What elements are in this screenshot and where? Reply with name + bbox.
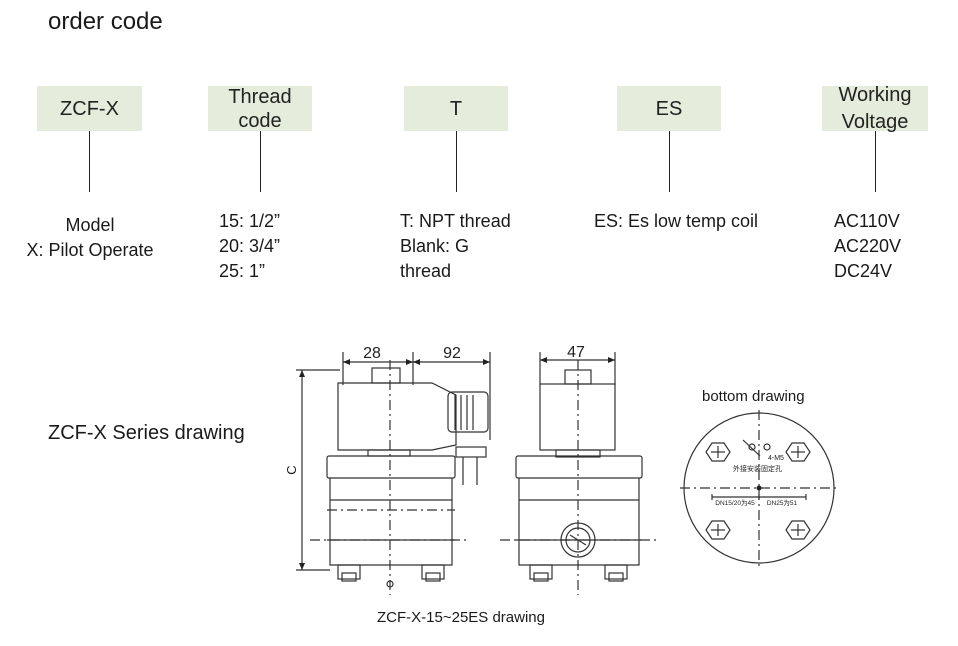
- connector-line-t: [456, 131, 457, 192]
- desc-voltage: AC110V AC220V DC24V: [834, 211, 902, 281]
- series-drawing-label: ZCF-X Series drawing: [48, 422, 245, 444]
- desc-thread: 15: 1/2” 20: 3/4” 25: 1”: [219, 211, 281, 281]
- dimension-47: 47: [567, 344, 585, 361]
- code-box-es: ES: [617, 86, 721, 131]
- dimension-28: 28: [363, 345, 381, 362]
- code-box-voltage: Working Voltage: [822, 84, 928, 133]
- bottom-hole-label: 4-M5: [768, 455, 784, 462]
- coil-body: [337, 382, 457, 451]
- dimension-92: 92: [443, 345, 461, 362]
- bottom-dn-left: DN15/20为45: [715, 498, 755, 507]
- dimension-c: C: [284, 465, 299, 474]
- connector-line-model: [89, 131, 90, 192]
- bottom-dn-right: DN25为51: [767, 498, 798, 507]
- drawing-caption: ZCF-X-15~25ES drawing: [377, 609, 545, 626]
- desc-t: T: NPT thread Blank: G thread: [400, 211, 511, 281]
- valve-body-side: [329, 478, 453, 566]
- page-title: order code: [48, 8, 163, 35]
- connector-line-thread: [260, 131, 261, 192]
- code-box-model: ZCF-X: [37, 86, 142, 131]
- bottom-drawing-label: bottom drawing: [702, 388, 805, 405]
- bottom-note: 外接安装固定孔: [733, 464, 782, 473]
- connector-line-voltage: [875, 131, 876, 192]
- code-box-t: T: [404, 86, 508, 131]
- code-box-thread: Thread code: [208, 86, 312, 132]
- connector-line-es: [669, 131, 670, 192]
- desc-es: ES: Es low temp coil: [594, 211, 759, 231]
- desc-model: Model X: Pilot Operate: [26, 215, 154, 260]
